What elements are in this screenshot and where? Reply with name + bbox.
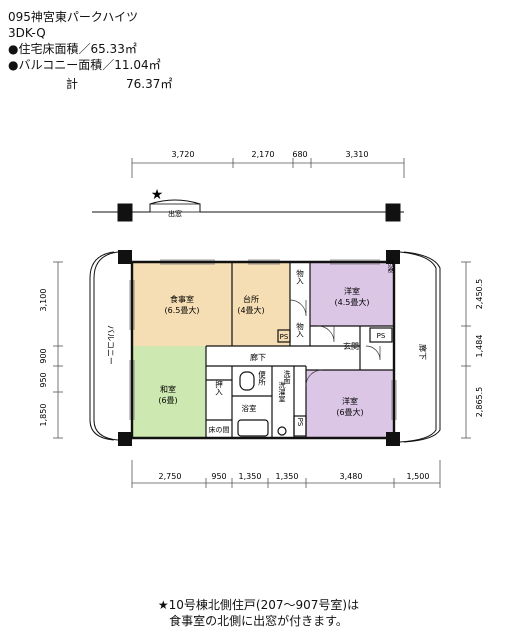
north-rail <box>92 199 404 222</box>
dim-left-2: 900 <box>39 348 48 363</box>
unit-type: 3DK-Q <box>8 26 46 40</box>
ps-label-2: PS <box>377 332 386 340</box>
western-south-size: (6畳大) <box>336 407 363 417</box>
right-dimensions <box>461 261 471 439</box>
dim-bottom-4: 1,350 <box>276 472 299 481</box>
japanese-size: (6畳) <box>158 396 177 405</box>
dining-room <box>132 262 232 346</box>
corridor-label: 廊下 <box>418 344 428 360</box>
dim-bottom-6: 1,500 <box>407 472 430 481</box>
east-corridor <box>399 251 441 443</box>
western-north-size: (4.5畳大) <box>335 297 370 307</box>
dim-right-1: 2,450.5 <box>475 279 484 310</box>
western-room-north <box>310 262 394 326</box>
ps-label-3: PS <box>296 418 304 427</box>
western-north-label: 洋室 <box>344 286 360 296</box>
dim-top-3: 680 <box>292 150 307 159</box>
kitchen <box>232 262 290 346</box>
ps-label-1: PS <box>280 333 289 341</box>
dim-bottom-5: 3,480 <box>340 472 363 481</box>
kitchen-size: (4畳大) <box>237 305 264 315</box>
japanese-room <box>132 346 206 438</box>
left-dimensions <box>53 261 63 439</box>
wash-label: 洗面 <box>283 369 291 385</box>
footnote-line-1: ★10号棟北側住戸(207～907号室)は <box>157 598 360 612</box>
laundry-label: 洗濯室 <box>278 381 286 403</box>
bottom-dimensions <box>131 460 441 488</box>
meter-label: 計器 <box>386 258 394 274</box>
star-mark: ★ <box>151 187 164 203</box>
tokonoma-label: 床の間 <box>209 425 230 434</box>
floor-area: ●住宅床面積／65.33㎡ <box>8 42 137 56</box>
dining-label: 食事室 <box>170 294 194 304</box>
dim-left-1: 3,100 <box>39 289 48 312</box>
dim-bottom-1: 2,750 <box>159 472 182 481</box>
top-dimensions <box>131 158 405 178</box>
dim-top-2: 2,170 <box>252 150 275 159</box>
dim-bottom-3: 1,350 <box>239 472 262 481</box>
japanese-label: 和室 <box>160 384 176 394</box>
entrance-label: 玄関 <box>343 341 359 351</box>
interior-walls <box>205 262 394 438</box>
window-marks <box>129 259 397 420</box>
west-balcony <box>89 251 119 441</box>
dim-bottom-2: 950 <box>211 472 226 481</box>
footnote-line-2: 食事室の北側に出窓が付きます。 <box>169 614 348 628</box>
dim-left-4: 1,850 <box>39 404 48 427</box>
dining-size: (6.5畳大) <box>165 305 200 315</box>
dim-right-2: 1,484 <box>475 335 484 358</box>
oshiire-label: 押入 <box>214 379 223 396</box>
western-south-label: 洋室 <box>342 396 358 406</box>
toilet-label: 便所 <box>257 369 266 387</box>
kitchen-label: 台所 <box>243 294 259 304</box>
dim-left-3: 950 <box>39 372 48 387</box>
dim-top-4: 3,310 <box>346 150 369 159</box>
bay-window-label: 出窓 <box>168 209 182 218</box>
building-title: 095神宮東パークハイツ <box>8 10 139 24</box>
door-swings <box>289 299 381 387</box>
balcony-label: バルコニー <box>106 325 115 365</box>
hall-label: 廊下 <box>250 352 266 362</box>
bath-label: 浴室 <box>242 403 257 413</box>
exterior-walls <box>130 260 396 440</box>
western-room-south <box>306 370 394 438</box>
total-value: 76.37㎡ <box>126 77 173 91</box>
storage-label-2: 物入 <box>295 321 304 338</box>
balcony-area: ●バルコニー面積／11.04㎡ <box>8 58 161 72</box>
total-label: 計 <box>66 77 79 91</box>
storage-label-1: 物入 <box>295 268 304 285</box>
dim-top-1: 3,720 <box>172 150 195 159</box>
structural-columns <box>118 250 400 446</box>
dim-right-3: 2,865.5 <box>475 387 484 418</box>
